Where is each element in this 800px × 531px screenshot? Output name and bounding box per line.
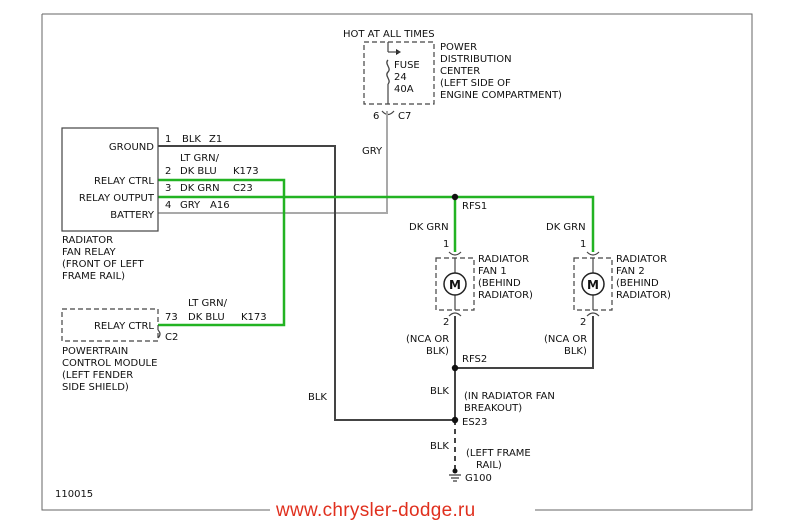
relay-name-line-3: (FRONT OF LEFT: [62, 259, 145, 270]
pdc-connector-label: C7: [398, 111, 411, 122]
relay-wire-pin2: 2: [165, 166, 171, 177]
relay-wire-pin4-circuit: A16: [210, 200, 230, 211]
relay-wire-pin4: 4: [165, 200, 171, 211]
pdc-pin-number: 6: [373, 111, 379, 122]
pdc-box: [363, 41, 435, 105]
pcm-wire-color-1: LT GRN/: [188, 298, 228, 309]
fan1-name-line-4: RADIATOR): [478, 290, 533, 301]
fan2-pin1: 1: [580, 239, 586, 250]
watermark-url: www.chrysler-dodge.ru: [275, 500, 476, 521]
pcm-name-line-1: POWERTRAIN: [62, 346, 128, 357]
pdc-label-line-1: POWER: [440, 42, 477, 53]
fan2-wire-label: DK GRN: [546, 222, 586, 233]
ground-icon: [449, 468, 461, 482]
pcm-box: [61, 308, 159, 342]
pcm-pin-number: 73: [165, 312, 178, 323]
fuse-label: FUSE: [394, 60, 420, 71]
pcm-connector-symbol: [157, 329, 161, 339]
relay-wire-pin2-color-1: LT GRN/: [180, 153, 220, 164]
fuse-symbol: [386, 42, 401, 104]
fan2-pin2: 2: [580, 317, 586, 328]
hot-at-all-times-label: HOT AT ALL TIMES: [343, 29, 435, 40]
relay-output-wire: [158, 195, 595, 252]
fan2-ground-wire-line-2: BLK): [564, 346, 587, 357]
relay-wire-pin1-circuit: Z1: [209, 134, 222, 145]
relay-wire-pin1: 1: [165, 134, 171, 145]
relay-name-line-1: RADIATOR: [62, 235, 113, 246]
relay-name-line-4: FRAME RAIL): [62, 271, 125, 282]
fan2-ground-wire-line-1: (NCA OR: [544, 334, 587, 345]
relay-pin-ground: GROUND: [109, 142, 154, 153]
pdc-label-line-2: DISTRIBUTION: [440, 54, 512, 65]
relay-wire-pin4-color: GRY: [180, 200, 201, 211]
fan1-name-line-2: FAN 1: [478, 266, 507, 277]
rfs2-splice: [451, 364, 459, 372]
gry-wire-label: GRY: [362, 146, 383, 157]
blk-upper-label: BLK: [430, 386, 449, 397]
fan1-motor-icon: [443, 272, 467, 296]
blk-lower-label: BLK: [430, 441, 449, 452]
relay-wire-pin3-circuit: C23: [233, 183, 253, 194]
relay-pin-battery: BATTERY: [110, 210, 155, 221]
fan2-name-line-1: RADIATOR: [616, 254, 667, 265]
pcm-name-line-3: (LEFT FENDER: [62, 370, 133, 381]
fan2-top-connector: [586, 251, 600, 256]
fan1-wire-label: DK GRN: [409, 222, 449, 233]
diagram-frame: [41, 13, 753, 511]
fan1-bottom-connector: [448, 312, 462, 317]
fan2-name-line-2: FAN 2: [616, 266, 645, 277]
fan1-name-line-1: RADIATOR: [478, 254, 529, 265]
fan1-ground-wire-line-1: (NCA OR: [406, 334, 449, 345]
relay-control-wire: [158, 178, 286, 327]
blk-ground-wire: [158, 145, 455, 421]
fan2-bottom-connector: [586, 312, 600, 317]
pcm-wire-color-2: DK BLU: [188, 312, 225, 323]
g100-label: G100: [465, 473, 492, 484]
rfs1-label: RFS1: [462, 201, 487, 212]
relay-pin-relay-ctrl: RELAY CTRL: [94, 176, 154, 187]
fan1-pin2: 2: [443, 317, 449, 328]
breakout-line-2: BREAKOUT): [464, 403, 522, 414]
fuse-number: 24: [394, 72, 407, 83]
fan1-name-line-3: (BEHIND: [478, 278, 521, 289]
rfs1-splice: [451, 193, 459, 201]
relay-wire-pin3-color: DK GRN: [180, 183, 220, 194]
pdc-label-line-4: (LEFT SIDE OF: [440, 78, 511, 89]
relay-wire-pin2-color-2: DK BLU: [180, 166, 217, 177]
fan2-motor-label: M: [587, 278, 599, 292]
pcm-name-line-4: SIDE SHIELD): [62, 382, 129, 393]
fan2-name-line-4: RADIATOR): [616, 290, 671, 301]
figure-number: 110015: [55, 489, 93, 500]
pdc-label-line-5: ENGINE COMPARTMENT): [440, 90, 562, 101]
pcm-pin-label: RELAY CTRL: [94, 321, 154, 332]
frame-rail-line-1: (LEFT FRAME: [466, 448, 531, 459]
fan2-motor-icon: [581, 272, 605, 296]
breakout-line-1: (IN RADIATOR FAN: [464, 391, 555, 402]
relay-wire-pin3: 3: [165, 183, 171, 194]
radiator-fan-relay-box: [61, 127, 159, 232]
es23-label: ES23: [462, 417, 487, 428]
rfs2-label: RFS2: [462, 354, 487, 365]
gry-battery-wire: [158, 111, 388, 214]
fan1-ground-wire-line-2: BLK): [426, 346, 449, 357]
pcm-name-line-2: CONTROL MODULE: [62, 358, 157, 369]
fan2-name-line-3: (BEHIND: [616, 278, 659, 289]
relay-wire-pin2-circuit: K173: [233, 166, 259, 177]
relay-pin-relay-output: RELAY OUTPUT: [79, 193, 155, 204]
relay-name-line-2: FAN RELAY: [62, 247, 116, 258]
fan2-ground-wire: [455, 316, 594, 369]
es23-splice: [451, 416, 459, 424]
frame-rail-line-2: RAIL): [476, 460, 502, 471]
pcm-wire-circuit: K173: [241, 312, 267, 323]
relay-wire-pin1-color: BLK: [182, 134, 201, 145]
fan1-pin1: 1: [443, 239, 449, 250]
blk-left-label: BLK: [308, 392, 327, 403]
pdc-label-line-3: CENTER: [440, 66, 480, 77]
fuse-rating: 40A: [394, 84, 414, 95]
pcm-connector-label: C2: [165, 332, 178, 343]
fan1-motor-label: M: [449, 278, 461, 292]
fan1-top-connector: [448, 251, 462, 256]
